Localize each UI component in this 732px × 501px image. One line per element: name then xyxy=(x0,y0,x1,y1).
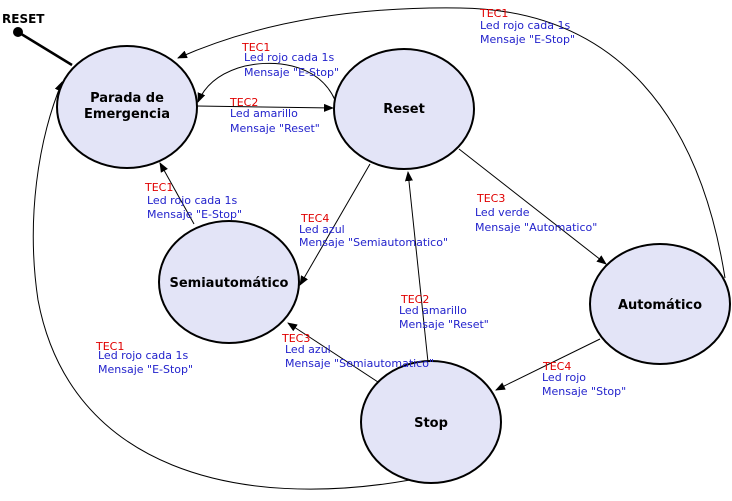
svg-text:TEC2: TEC2 xyxy=(229,96,258,109)
state-parada-label-line1: Parada de xyxy=(90,91,164,106)
svg-text:Mensaje "Reset": Mensaje "Reset" xyxy=(399,318,489,331)
svg-text:Mensaje "E-Stop": Mensaje "E-Stop" xyxy=(147,208,242,221)
label-stop-to-semi: TEC3 Led azul Mensaje "Semiautomatico" xyxy=(281,332,434,370)
initial-transition xyxy=(17,30,73,67)
state-reset-label: Reset xyxy=(383,102,425,117)
state-semiautomatico: Semiautomático xyxy=(158,220,300,344)
state-stop-label: Stop xyxy=(414,416,448,431)
label-stop-to-reset: TEC2 Led amarillo Mensaje "Reset" xyxy=(399,293,489,331)
svg-text:Led rojo cada 1s: Led rojo cada 1s xyxy=(147,194,237,207)
svg-text:Led rojo: Led rojo xyxy=(542,371,586,384)
svg-text:Mensaje "Reset": Mensaje "Reset" xyxy=(230,122,320,135)
state-semi-label: Semiautomático xyxy=(170,276,289,291)
edge-auto-to-parada xyxy=(177,7,726,279)
svg-text:TEC1: TEC1 xyxy=(144,181,173,194)
edge-parada-to-reset xyxy=(196,103,334,112)
svg-text:Led rojo cada 1s: Led rojo cada 1s xyxy=(98,349,188,362)
edge-stop-to-parada xyxy=(32,81,411,490)
svg-text:Led azul: Led azul xyxy=(299,223,345,236)
svg-text:Led amarillo: Led amarillo xyxy=(230,107,298,120)
svg-text:Led rojo cada 1s: Led rojo cada 1s xyxy=(480,19,570,32)
svg-text:Mensaje "Stop": Mensaje "Stop" xyxy=(542,385,626,398)
svg-text:TEC3: TEC3 xyxy=(476,192,505,205)
label-stop-to-parada: TEC1 Led rojo cada 1s Mensaje "E-Stop" xyxy=(95,340,193,376)
state-automatico: Automático xyxy=(589,243,731,365)
edge-reset-to-parada xyxy=(197,62,336,103)
svg-text:TEC1: TEC1 xyxy=(95,340,124,353)
state-auto-label: Automático xyxy=(618,298,702,313)
state-parada-emergencia: Parada de Emergencia xyxy=(56,45,198,169)
svg-text:Led azul: Led azul xyxy=(285,343,331,356)
svg-text:Led amarillo: Led amarillo xyxy=(399,304,467,317)
state-reset: Reset xyxy=(333,48,475,170)
svg-text:TEC1: TEC1 xyxy=(479,7,508,20)
svg-text:Mensaje "Semiautomatico": Mensaje "Semiautomatico" xyxy=(299,236,448,249)
label-auto-to-stop: TEC4 Led rojo Mensaje "Stop" xyxy=(542,360,626,398)
svg-text:Mensaje "Automatico": Mensaje "Automatico" xyxy=(475,221,597,234)
edge-stop-to-semi xyxy=(287,322,379,383)
svg-text:Mensaje "E-Stop": Mensaje "E-Stop" xyxy=(480,33,575,46)
label-reset-to-auto: TEC3 Led verde Mensaje "Automatico" xyxy=(475,192,597,234)
label-auto-to-parada: TEC1 Led rojo cada 1s Mensaje "E-Stop" xyxy=(479,7,575,46)
edge-reset-to-auto xyxy=(458,148,607,265)
svg-text:TEC4: TEC4 xyxy=(300,212,329,225)
edge-reset-to-semi xyxy=(299,163,371,286)
svg-text:Led rojo cada 1s: Led rojo cada 1s xyxy=(244,51,334,64)
edge-stop-to-reset xyxy=(404,171,429,363)
label-reset-to-semi: TEC4 Led azul Mensaje "Semiautomatico" xyxy=(299,212,448,249)
svg-text:Led verde: Led verde xyxy=(475,206,530,219)
state-stop: Stop xyxy=(360,360,502,484)
label-reset-to-parada: TEC1 Led rojo cada 1s Mensaje "E-Stop" xyxy=(241,41,339,79)
label-semi-to-parada: TEC1 Led rojo cada 1s Mensaje "E-Stop" xyxy=(144,181,242,221)
svg-text:TEC2: TEC2 xyxy=(400,293,429,306)
state-parada-label-line2: Emergencia xyxy=(84,107,170,122)
svg-text:Mensaje "E-Stop": Mensaje "E-Stop" xyxy=(98,363,193,376)
svg-text:TEC4: TEC4 xyxy=(542,360,571,373)
svg-text:TEC1: TEC1 xyxy=(241,41,270,54)
svg-text:TEC3: TEC3 xyxy=(281,332,310,345)
edge-auto-to-stop xyxy=(495,338,601,391)
edge-semi-to-parada xyxy=(159,162,195,225)
initial-state-label: RESET xyxy=(2,12,45,26)
label-parada-to-reset: TEC2 Led amarillo Mensaje "Reset" xyxy=(229,96,320,135)
svg-text:Mensaje "E-Stop": Mensaje "E-Stop" xyxy=(244,66,339,79)
svg-text:Mensaje "Semiautomatico": Mensaje "Semiautomatico" xyxy=(285,357,434,370)
